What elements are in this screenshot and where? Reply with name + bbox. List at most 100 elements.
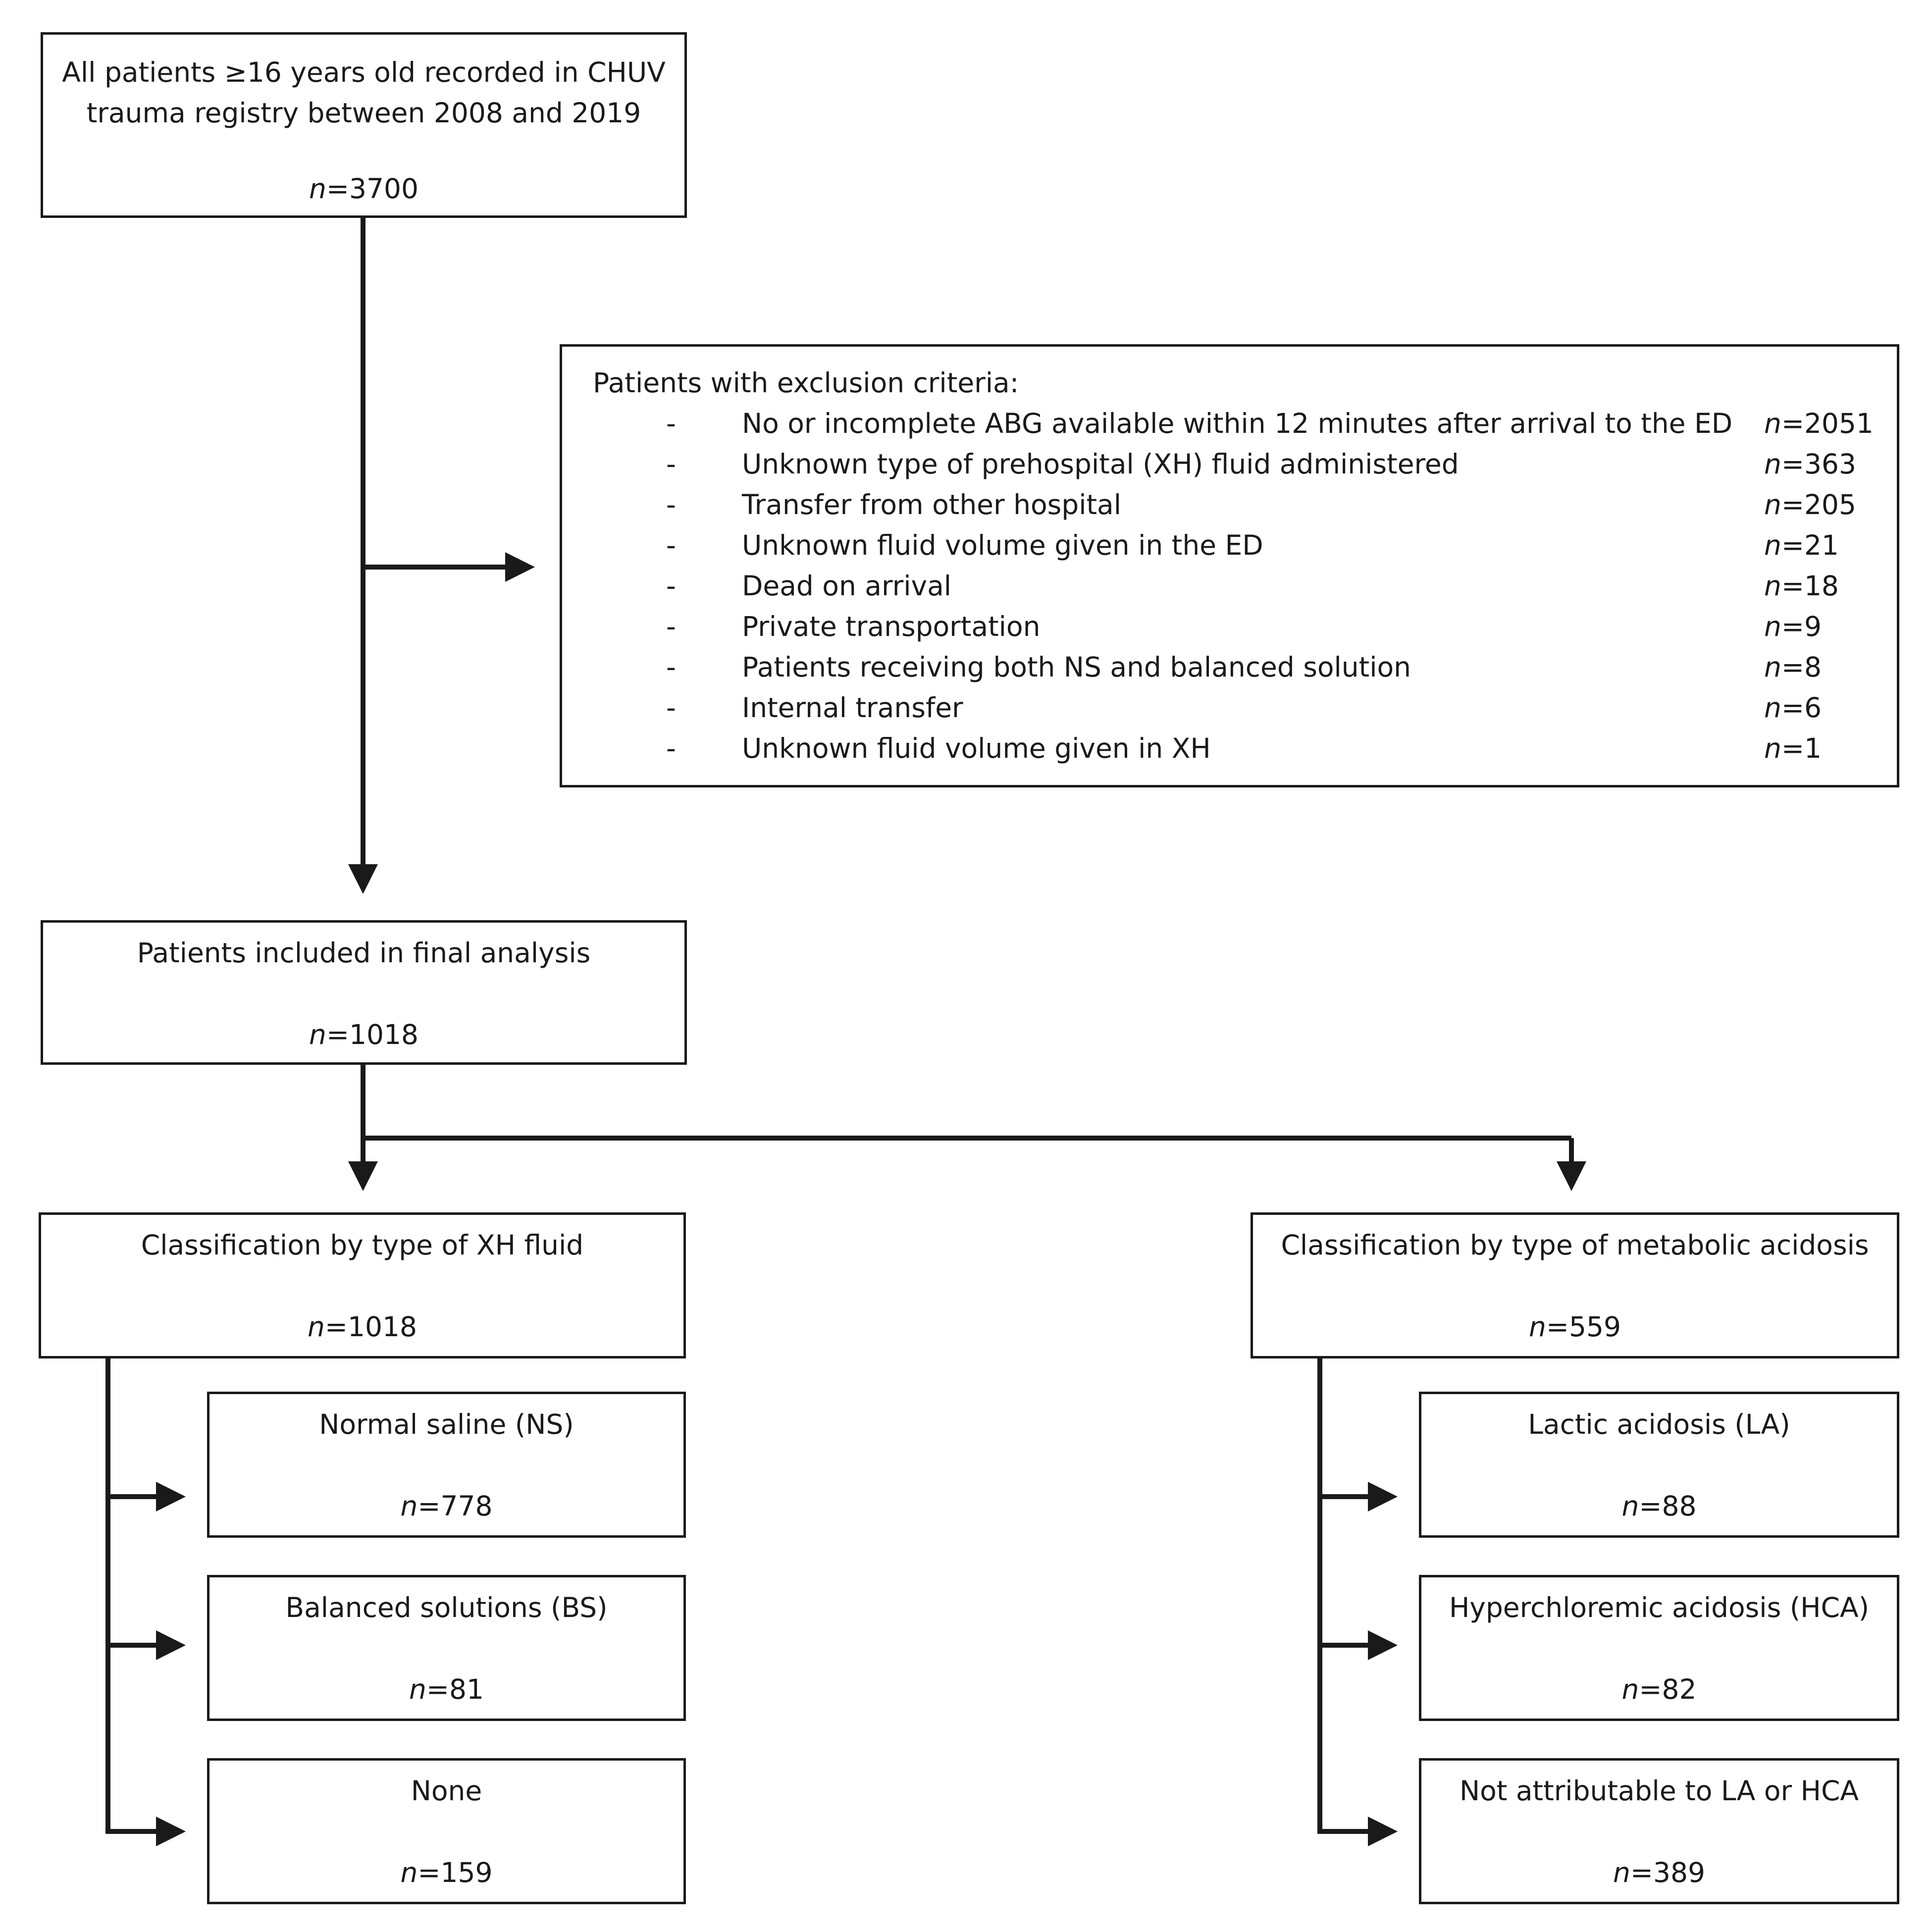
xh-fluid-title: Classification by type of XH fluid <box>141 1229 584 1261</box>
count-value: =389 <box>1630 1857 1705 1888</box>
count-value: =6 <box>1781 692 1822 724</box>
exclusion-item: -Unknown type of prehospital (XH) fluid … <box>562 444 1897 484</box>
all-patients-count: n=3700 <box>43 168 684 209</box>
n-symbol: n <box>1764 489 1781 521</box>
exclusion-criteria-box: Patients with exclusion criteria: - No or… <box>560 344 1899 787</box>
count-value: =8 <box>1781 651 1822 683</box>
n-symbol: n <box>1764 692 1781 724</box>
exclusion-label: Dead on arrival <box>742 570 952 602</box>
n-symbol: n <box>308 1311 325 1343</box>
n-symbol: n <box>1764 732 1781 764</box>
n-symbol: n <box>1613 1857 1630 1888</box>
acidosis-count: n=559 <box>1253 1306 1897 1347</box>
bullet-dash: - <box>666 529 676 561</box>
n-symbol: n <box>1621 1490 1639 1522</box>
count-value: =82 <box>1639 1673 1697 1705</box>
included-title: Patients included in final analysis <box>137 937 591 969</box>
all-patients-title-line1: All patients ≥16 years old recorded in C… <box>62 56 666 88</box>
xh-fluid-classification-box: Classification by type of XH fluid n=101… <box>39 1212 686 1358</box>
count-value: =1 <box>1781 732 1822 764</box>
hyperchloremic-acidosis-title: Hyperchloremic acidosis (HCA) <box>1449 1592 1870 1623</box>
included-count: n=1018 <box>43 1014 684 1055</box>
exclusion-count: n=21 <box>1764 525 1839 566</box>
no-fluid-title: None <box>411 1775 482 1807</box>
bullet-dash: - <box>666 611 676 642</box>
bullet-dash: - <box>666 692 676 724</box>
n-symbol: n <box>1764 408 1781 439</box>
xh-fluid-count: n=1018 <box>41 1306 683 1347</box>
exclusion-label: Unknown fluid volume given in XH <box>742 732 1211 764</box>
all-patients-box: All patients ≥16 years old recorded in C… <box>41 32 687 218</box>
count-value: =3700 <box>326 173 418 205</box>
exclusion-heading: Patients with exclusion criteria: <box>593 367 1019 399</box>
exclusion-item: - No or incomplete ABG available within 1… <box>562 403 1897 444</box>
hyperchloremic-acidosis-count: n=82 <box>1421 1669 1897 1710</box>
exclusion-count: n=1 <box>1764 728 1822 769</box>
no-fluid-count: n=159 <box>209 1852 683 1893</box>
count-value: =18 <box>1781 570 1839 602</box>
bullet-dash: - <box>666 732 676 764</box>
acidosis-title: Classification by type of metabolic acid… <box>1281 1229 1869 1261</box>
bullet-dash: - <box>666 408 676 439</box>
normal-saline-count: n=778 <box>209 1486 683 1526</box>
count-value: =1018 <box>326 1019 418 1050</box>
n-symbol: n <box>1529 1311 1546 1343</box>
bullet-dash: - <box>666 651 676 683</box>
not-attributable-box: Not attributable to LA or HCA n=389 <box>1419 1758 1899 1904</box>
count-value: =778 <box>418 1490 493 1522</box>
exclusion-count: n=205 <box>1764 484 1856 525</box>
exclusion-item: - Unknown fluid volume given in XH n=1 <box>562 728 1897 769</box>
exclusion-label: Transfer from other hospital <box>742 489 1122 521</box>
exclusion-item: - Internal transfer n=6 <box>562 687 1897 728</box>
exclusion-count: n=363 <box>1764 444 1856 484</box>
lactic-acidosis-title: Lactic acidosis (LA) <box>1528 1408 1790 1440</box>
n-symbol: n <box>1764 611 1781 642</box>
exclusion-count: n=18 <box>1764 566 1839 606</box>
n-symbol: n <box>309 1019 326 1050</box>
exclusion-item: - Private transportation n=9 <box>562 606 1897 647</box>
count-value: =1018 <box>324 1311 417 1343</box>
n-symbol: n <box>409 1673 426 1705</box>
count-value: =88 <box>1639 1490 1697 1522</box>
n-symbol: n <box>1764 448 1781 480</box>
count-value: =559 <box>1546 1311 1621 1343</box>
exclusion-item: - Transfer from other hospital n=205 <box>562 484 1897 525</box>
n-symbol: n <box>1764 570 1781 602</box>
count-value: =159 <box>418 1857 493 1888</box>
exclusion-label: Internal transfer <box>742 692 963 724</box>
not-attributable-title: Not attributable to LA or HCA <box>1460 1775 1859 1807</box>
n-symbol: n <box>309 173 326 205</box>
bullet-dash: - <box>666 570 676 602</box>
count-value: =9 <box>1781 611 1822 642</box>
included-box: Patients included in final analysis n=10… <box>41 920 687 1065</box>
n-symbol: n <box>400 1490 418 1522</box>
normal-saline-box: Normal saline (NS) n=778 <box>207 1392 686 1538</box>
exclusion-item: - Patients receiving both NS and balanced… <box>562 647 1897 687</box>
count-value: =81 <box>426 1673 484 1705</box>
exclusion-label: Private transportation <box>742 611 1041 642</box>
no-fluid-box: None n=159 <box>207 1758 686 1904</box>
bullet-dash: - <box>666 489 676 521</box>
lactic-acidosis-count: n=88 <box>1421 1486 1897 1526</box>
normal-saline-title: Normal saline (NS) <box>319 1408 574 1440</box>
count-value: =21 <box>1781 529 1839 561</box>
exclusion-count: n=2051 <box>1764 403 1874 444</box>
exclusion-label: Unknown type of prehospital (XH) fluid a… <box>742 448 1459 480</box>
balanced-solutions-box: Balanced solutions (BS) n=81 <box>207 1575 686 1721</box>
count-value: =2051 <box>1781 408 1874 439</box>
n-symbol: n <box>1764 529 1781 561</box>
not-attributable-count: n=389 <box>1421 1852 1897 1893</box>
exclusion-label: No or incomplete ABG available within 12… <box>742 408 1733 439</box>
all-patients-title-line2: trauma registry between 2008 and 2019 <box>86 97 641 129</box>
n-symbol: n <box>1621 1673 1639 1705</box>
exclusion-item: - Dead on arrival n=18 <box>562 566 1897 606</box>
acidosis-classification-box: Classification by type of metabolic acid… <box>1251 1212 1899 1358</box>
exclusion-label: Patients receiving both NS and balanced … <box>742 651 1411 683</box>
n-symbol: n <box>400 1857 418 1888</box>
count-value: =205 <box>1781 489 1856 521</box>
lactic-acidosis-box: Lactic acidosis (LA) n=88 <box>1419 1392 1899 1538</box>
exclusion-count: n=9 <box>1764 606 1822 647</box>
